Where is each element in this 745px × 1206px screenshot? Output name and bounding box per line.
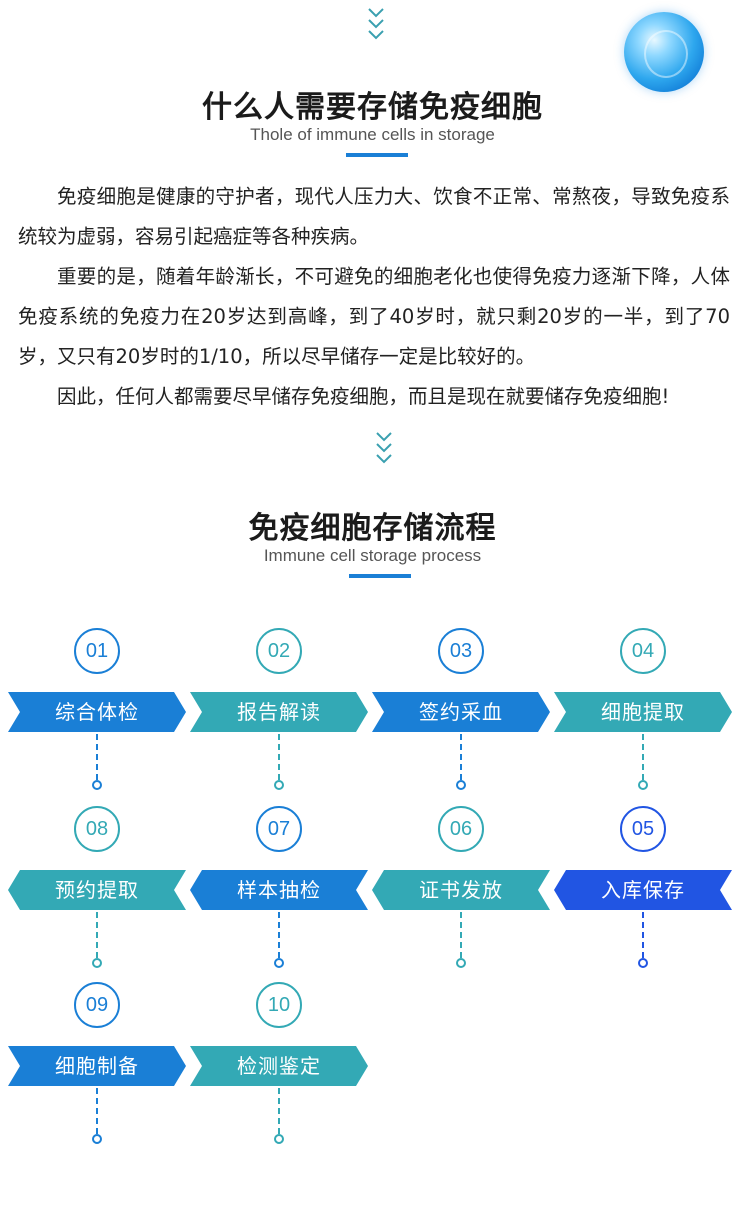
step-label: 报告解读 bbox=[237, 700, 321, 724]
paragraph: 免疫细胞是健康的守护者，现代人压力大、饮食不正常、常熬夜，导致免疫系统较为虚弱，… bbox=[18, 185, 730, 248]
step-connector-line bbox=[642, 734, 644, 780]
step-number-badge: 08 bbox=[74, 806, 120, 852]
step-connector-line bbox=[96, 1088, 98, 1134]
step-connector-line bbox=[460, 912, 462, 958]
step-end-dot bbox=[456, 780, 466, 790]
step-label: 入库保存 bbox=[601, 878, 685, 902]
step-end-dot bbox=[274, 1134, 284, 1144]
step-label: 样本抽检 bbox=[237, 878, 321, 902]
step-banner: 细胞提取 bbox=[554, 692, 732, 732]
step-connector-line bbox=[278, 912, 280, 958]
step-end-dot bbox=[92, 1134, 102, 1144]
step-connector-line bbox=[278, 734, 280, 780]
step-connector-line bbox=[96, 912, 98, 958]
section-subtitle: Immune cell storage process bbox=[263, 546, 482, 565]
step-banner: 细胞制备 bbox=[8, 1046, 186, 1086]
step-label: 预约提取 bbox=[55, 878, 139, 902]
paragraph: 因此，任何人都需要尽早储存免疫细胞，而且是现在就要储存免疫细胞! bbox=[57, 385, 670, 408]
step-banner: 报告解读 bbox=[190, 692, 368, 732]
paragraph: 重要的是，随着年龄渐长，不可避免的细胞老化也使得免疫力逐渐下降，人体免疫系统的免… bbox=[18, 265, 730, 368]
step-connector-line bbox=[278, 1088, 280, 1134]
step-banner: 预约提取 bbox=[8, 870, 186, 910]
step-label: 签约采血 bbox=[419, 700, 503, 724]
step-banner: 入库保存 bbox=[554, 870, 732, 910]
step-banner: 综合体检 bbox=[8, 692, 186, 732]
step-label: 证书发放 bbox=[419, 878, 503, 902]
section-subtitle: Thole of immune cells in storage bbox=[250, 125, 495, 144]
immune-cell-image bbox=[624, 12, 704, 92]
step-number-badge: 02 bbox=[256, 628, 302, 674]
step-end-dot bbox=[92, 780, 102, 790]
intro-text: 免疫细胞是健康的守护者，现代人压力大、饮食不正常、常熬夜，导致免疫系统较为虚弱，… bbox=[18, 177, 730, 417]
step-end-dot bbox=[92, 958, 102, 968]
step-label: 细胞提取 bbox=[601, 700, 685, 724]
step-end-dot bbox=[456, 958, 466, 968]
chevron-down-icon bbox=[366, 6, 386, 42]
step-number-badge: 06 bbox=[438, 806, 484, 852]
step-connector-line bbox=[96, 734, 98, 780]
step-number-badge: 03 bbox=[438, 628, 484, 674]
title-underline bbox=[349, 574, 411, 578]
step-end-dot bbox=[638, 780, 648, 790]
step-banner: 检测鉴定 bbox=[190, 1046, 368, 1086]
step-number-badge: 10 bbox=[256, 982, 302, 1028]
chevron-down-icon bbox=[374, 430, 394, 466]
step-number-badge: 07 bbox=[256, 806, 302, 852]
step-label: 细胞制备 bbox=[55, 1054, 139, 1078]
step-banner: 证书发放 bbox=[372, 870, 550, 910]
step-label: 综合体检 bbox=[55, 700, 139, 724]
step-number-badge: 01 bbox=[74, 628, 120, 674]
title-underline bbox=[346, 153, 408, 157]
section-title: 什么人需要存储免疫细胞 bbox=[202, 90, 543, 125]
step-banner: 样本抽检 bbox=[190, 870, 368, 910]
step-end-dot bbox=[274, 958, 284, 968]
step-number-badge: 05 bbox=[620, 806, 666, 852]
section-title: 免疫细胞存储流程 bbox=[248, 511, 497, 546]
step-connector-line bbox=[460, 734, 462, 780]
step-end-dot bbox=[638, 958, 648, 968]
step-label: 检测鉴定 bbox=[237, 1054, 321, 1078]
step-end-dot bbox=[274, 780, 284, 790]
step-number-badge: 09 bbox=[74, 982, 120, 1028]
step-connector-line bbox=[642, 912, 644, 958]
step-number-badge: 04 bbox=[620, 628, 666, 674]
step-banner: 签约采血 bbox=[372, 692, 550, 732]
